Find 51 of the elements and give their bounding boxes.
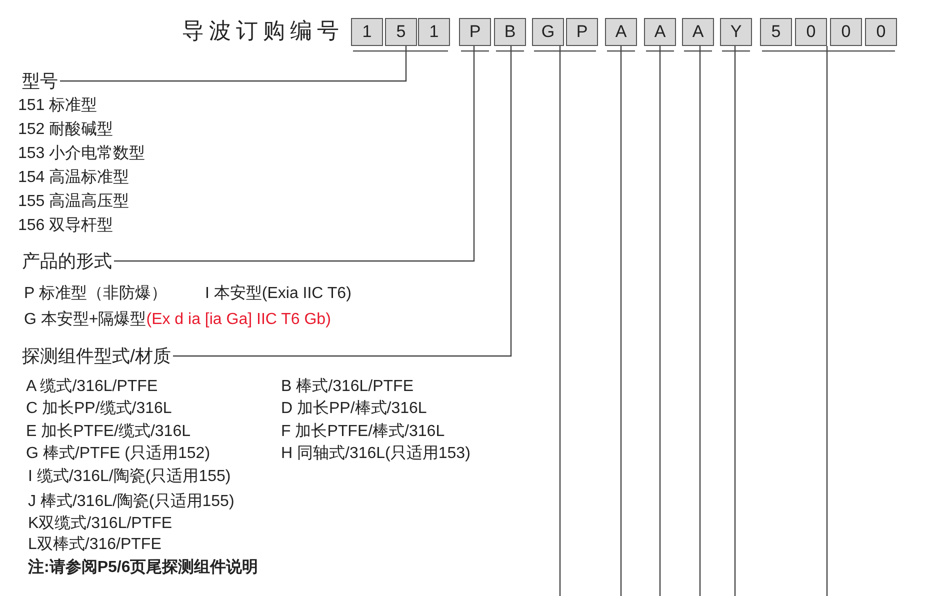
note-text: 注:请参阅P5/6页尾探测组件说明 — [28, 558, 258, 578]
option-text: 152 耐酸碱型 — [18, 120, 114, 140]
code-box: A — [644, 18, 676, 46]
option-text: A 缆式/316L/PTFE — [26, 377, 158, 397]
leader-line — [659, 46, 661, 596]
option-text: 155 高温高压型 — [18, 192, 130, 212]
option-text: G 棒式/PTFE (只适用152) — [26, 444, 210, 464]
option-text: K双缆式/316L/PTFE — [28, 514, 172, 534]
code-box: 5 — [760, 18, 792, 46]
section-heading: 探测组件型式/材质 — [22, 345, 172, 367]
option-text: 156 双导杆型 — [18, 216, 114, 236]
section-heading: 产品的形式 — [22, 250, 112, 272]
option-text: I 本安型(Exia IIC T6) — [205, 284, 352, 304]
code-box: P — [566, 18, 598, 46]
section-heading: 型号 — [22, 70, 58, 92]
code-box: G — [532, 18, 564, 46]
option-text: 153 小介电常数型 — [18, 144, 146, 164]
leader-line — [620, 46, 622, 596]
code-box: 5 — [385, 18, 417, 46]
code-box: A — [605, 18, 637, 46]
option-text: H 同轴式/316L(只适用153) — [281, 444, 470, 464]
leader-line — [60, 46, 407, 82]
option-text: B 棒式/316L/PTFE — [281, 377, 414, 397]
option-text: I 缆式/316L/陶瓷(只适用155) — [28, 467, 231, 487]
leader-line — [699, 46, 701, 596]
option-text: D 加长PP/棒式/316L — [281, 399, 427, 419]
code-box: A — [682, 18, 714, 46]
option-text: 154 高温标准型 — [18, 168, 130, 188]
leader-line — [734, 46, 736, 596]
code-box: Y — [720, 18, 752, 46]
option-text: C 加长PP/缆式/316L — [26, 399, 172, 419]
code-box: B — [494, 18, 526, 46]
leader-line — [826, 46, 828, 596]
code-box: 0 — [865, 18, 897, 46]
leader-line — [559, 46, 561, 596]
option-text: F 加长PTFE/棒式/316L — [281, 422, 445, 442]
option-text: G 本安型+隔爆型 — [24, 310, 146, 330]
leader-line — [114, 46, 475, 262]
option-text: P 标准型（非防爆） — [24, 284, 167, 304]
option-text: (Ex d ia [ia Ga] IIC T6 Gb) — [146, 310, 331, 330]
leader-line — [173, 46, 512, 357]
code-box: 1 — [351, 18, 383, 46]
option-text: 151 标准型 — [18, 96, 98, 116]
code-box: 1 — [418, 18, 450, 46]
code-box: P — [459, 18, 491, 46]
option-text: J 棒式/316L/陶瓷(只适用155) — [28, 492, 234, 512]
code-box: 0 — [830, 18, 862, 46]
option-text: E 加长PTFE/缆式/316L — [26, 422, 190, 442]
option-text: L双棒式/316/PTFE — [28, 535, 162, 555]
code-box: 0 — [795, 18, 827, 46]
title: 导波订购编号 — [182, 17, 344, 45]
